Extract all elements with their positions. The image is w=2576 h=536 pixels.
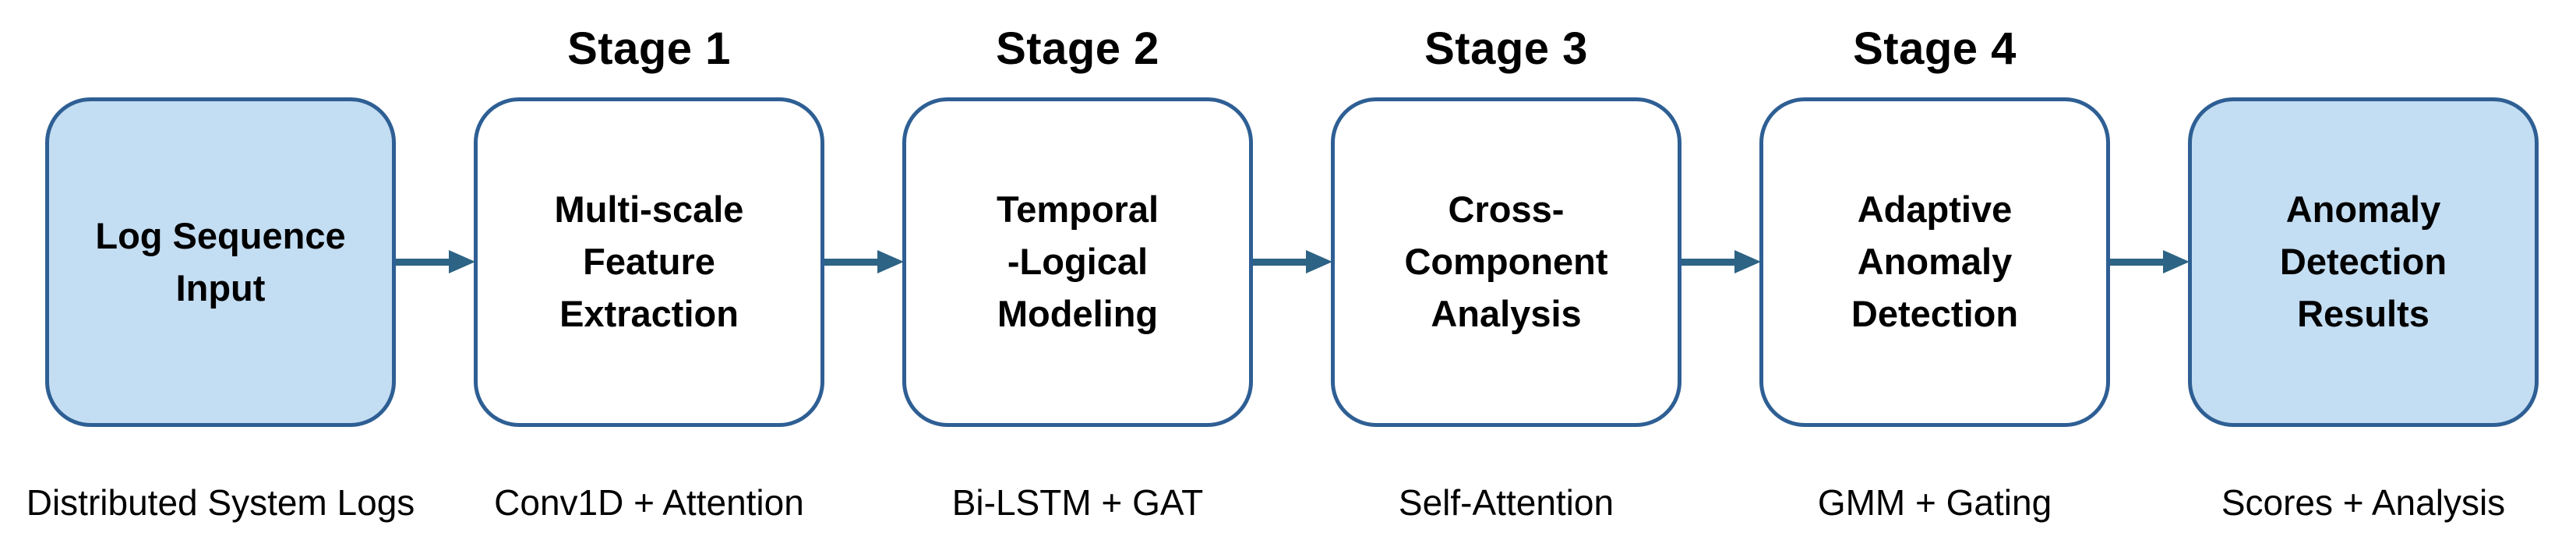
stage-label: Stage 4 <box>1853 23 2017 74</box>
arrow-line <box>1253 259 1312 266</box>
node-title: Adaptive Anomaly Detection <box>1851 189 2019 334</box>
node-box-stage-3: Cross- Component Analysis <box>1331 97 1681 427</box>
stage-label <box>45 0 396 97</box>
connector-1 <box>396 0 475 536</box>
arrow-head <box>1734 250 1761 273</box>
connector-3 <box>1253 0 1332 536</box>
node-box-stage-2: Temporal -Logical Modeling <box>902 97 1253 427</box>
stage-label: Stage 2 <box>996 23 1159 74</box>
node-anomaly-detection-results: Anomaly Detection Results Scores + Analy… <box>2188 0 2539 536</box>
node-log-sequence-input: Log Sequence Input Distributed System Lo… <box>26 0 415 536</box>
node-title: Multi-scale Feature Extraction <box>554 189 744 334</box>
node-title: Log Sequence Input <box>95 214 346 309</box>
arrow-line <box>2110 259 2169 266</box>
arrow-head <box>2163 250 2190 273</box>
node-stage-2: Stage 2 Temporal -Logical Modeling Bi-LS… <box>902 0 1253 536</box>
node-caption: Bi-LSTM + GAT <box>951 482 1204 523</box>
node-title: Anomaly Detection Results <box>2279 189 2447 334</box>
connector-5 <box>2110 0 2190 536</box>
node-caption: Distributed System Logs <box>26 482 415 523</box>
node-caption: Self-Attention <box>1398 482 1614 523</box>
arrow-head <box>1306 250 1332 273</box>
node-caption: Scores + Analysis <box>2221 482 2506 523</box>
connector-4 <box>1681 0 1761 536</box>
node-box-stage-1: Multi-scale Feature Extraction <box>474 97 824 427</box>
node-box-input: Log Sequence Input <box>45 97 396 427</box>
arrow-line <box>1681 259 1741 266</box>
connector-2 <box>824 0 904 536</box>
node-title: Temporal -Logical Modeling <box>996 189 1159 334</box>
node-box-stage-4: Adaptive Anomaly Detection <box>1759 97 2110 427</box>
stage-label: Stage 1 <box>567 23 731 74</box>
node-stage-4: Stage 4 Adaptive Anomaly Detection GMM +… <box>1759 0 2110 536</box>
arrow-line <box>824 259 884 266</box>
node-caption: GMM + Gating <box>1817 482 2052 523</box>
node-title: Cross- Component Analysis <box>1404 189 1608 334</box>
node-stage-1: Stage 1 Multi-scale Feature Extraction C… <box>474 0 824 536</box>
node-stage-3: Stage 3 Cross- Component Analysis Self-A… <box>1331 0 1681 536</box>
arrow-line <box>396 259 455 266</box>
arrow-head <box>877 250 904 273</box>
arrow-head <box>449 250 475 273</box>
node-box-results: Anomaly Detection Results <box>2188 97 2539 427</box>
stage-label <box>2188 0 2539 97</box>
stage-label: Stage 3 <box>1424 23 1588 74</box>
node-caption: Conv1D + Attention <box>494 482 804 523</box>
